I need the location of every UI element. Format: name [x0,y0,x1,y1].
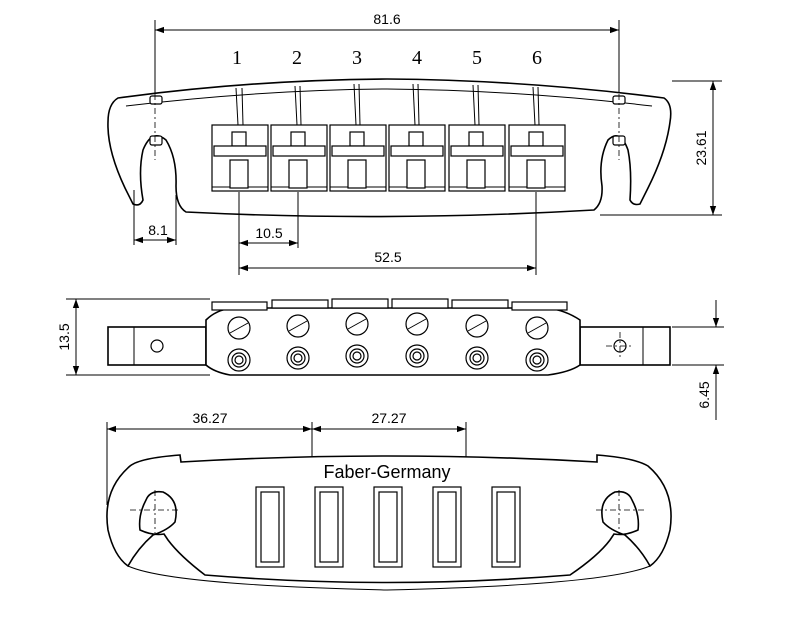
saddle-1 [211,87,269,192]
saddle-post [406,159,426,189]
saddle-6 [508,86,566,192]
dimension-first-saddle: 10.5 [255,225,282,241]
string-line [532,86,536,126]
screw-4 [405,312,429,336]
dimension-bottom-left: 36.27 [192,410,227,426]
string-number-6: 6 [532,47,542,69]
slot-5 [491,486,521,568]
bottom-view: 36.27 27.27 Faber-Germany [106,410,672,591]
saddle-top [331,298,389,309]
string-number-5: 5 [472,47,482,69]
string-line [353,83,357,126]
screw-1 [227,316,251,340]
saddle-block [231,131,247,147]
dimension-edge-offset: 8.1 [148,222,168,238]
saddle-bar [390,145,444,157]
saddle-5 [448,84,506,192]
bottom-slots [255,486,521,568]
intonation-screws [227,312,549,340]
dimension-side-height: 13.5 [56,323,72,350]
bridge-top-edge [125,88,653,107]
slot-3 [373,486,403,568]
screw-3 [345,312,369,336]
saddle-bar [272,145,326,157]
saddle-bar [450,145,504,157]
string-hole-4 [405,344,429,368]
saddle-bar [331,145,385,157]
string-line [235,87,239,126]
screw-2 [286,314,310,338]
saddle-block [528,131,544,147]
saddle-post [526,159,546,189]
string-line [472,84,476,126]
string-hole-3 [345,344,369,368]
bottom-edge [127,565,651,591]
string-hole-6 [525,348,549,372]
saddle-post [347,159,367,189]
dimension-post-height: 6.45 [696,381,712,408]
string-number-1: 1 [232,47,242,69]
saddle-top [391,298,449,309]
string-hole-1 [227,348,251,372]
saddle-block [349,131,365,147]
saddle-post [466,159,486,189]
string-hole-5 [465,346,489,370]
dimension-height-top: 23.61 [693,130,709,165]
string-number-2: 2 [292,47,302,69]
string-numbers: 1 2 3 4 5 6 [232,47,542,69]
string-number-4: 4 [412,47,422,69]
string-hole-2 [286,346,310,370]
brand-label: Faber-Germany [323,462,450,482]
saddle-top [511,301,568,311]
saddle-block [468,131,484,147]
mount-hole-left [149,135,163,146]
string-number-3: 3 [352,47,362,69]
string-line [294,85,298,126]
slot-4 [432,486,462,568]
top-view: 81.6 1 2 3 4 5 6 [107,11,722,275]
saddle-top [271,299,329,309]
dimension-overall-width: 81.6 [373,11,400,27]
saddle-bar [213,145,267,157]
saddle-block [408,131,424,147]
dimension-saddle-span: 52.5 [374,249,401,265]
slot-1 [255,486,285,568]
saddle-4 [388,83,446,192]
saddle-post [288,159,308,189]
saddle-block [290,131,306,147]
side-view: 13.5 [56,298,724,420]
string-holes [227,344,549,372]
saddle-top [211,301,268,311]
saddle-bar [510,145,564,157]
mount-slot-left [149,95,163,105]
saddle-post [229,159,249,189]
saddle-top [451,299,509,309]
string-line [412,83,416,126]
side-body [205,307,581,376]
screw-6 [525,316,549,340]
saddle-2 [270,85,328,192]
dimension-bottom-right: 27.27 [371,410,406,426]
screw-5 [465,314,489,338]
saddle-3 [329,83,387,192]
side-hole-left [150,339,164,353]
slot-2 [314,486,344,568]
